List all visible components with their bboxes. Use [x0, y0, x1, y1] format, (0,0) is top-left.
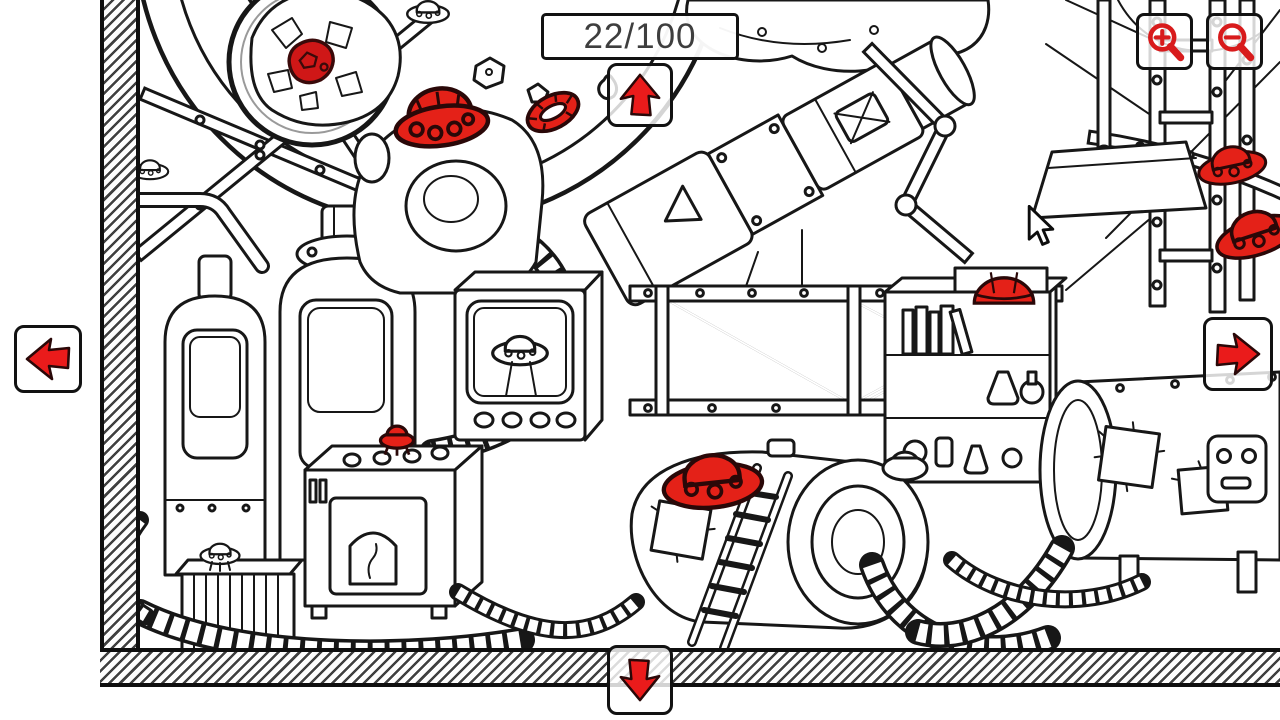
frame-hatch-bottom — [100, 648, 1280, 687]
magnifier-plus-icon — [1147, 22, 1184, 61]
boiler-left-small — [163, 254, 267, 577]
stove — [303, 444, 484, 620]
shelf-unit — [883, 266, 1068, 484]
pan-right-button[interactable] — [1203, 317, 1273, 391]
found-counter-value: 22/100 — [583, 16, 697, 56]
frame-hatch-left — [100, 0, 140, 687]
zoom-in-button[interactable] — [1136, 13, 1193, 70]
right-tank — [1038, 370, 1280, 594]
pan-up-button[interactable] — [607, 63, 673, 127]
zoom-out-button[interactable] — [1206, 13, 1263, 70]
factory-line-art — [96, 0, 1280, 666]
pan-down-button[interactable] — [607, 645, 673, 715]
ladder — [687, 463, 793, 653]
control-cabinet — [453, 270, 604, 442]
dome-machine — [352, 96, 545, 295]
arrow-left-icon — [25, 337, 71, 381]
pan-left-button[interactable] — [14, 325, 82, 393]
cannon — [583, 35, 976, 307]
found-counter: 22/100 — [541, 13, 739, 60]
magnifier-minus-icon — [1217, 22, 1254, 61]
arrow-up-icon — [619, 73, 661, 117]
arrow-right-icon — [1215, 332, 1261, 376]
work-lamp — [1030, 0, 1263, 220]
arrow-down-icon — [619, 658, 661, 702]
